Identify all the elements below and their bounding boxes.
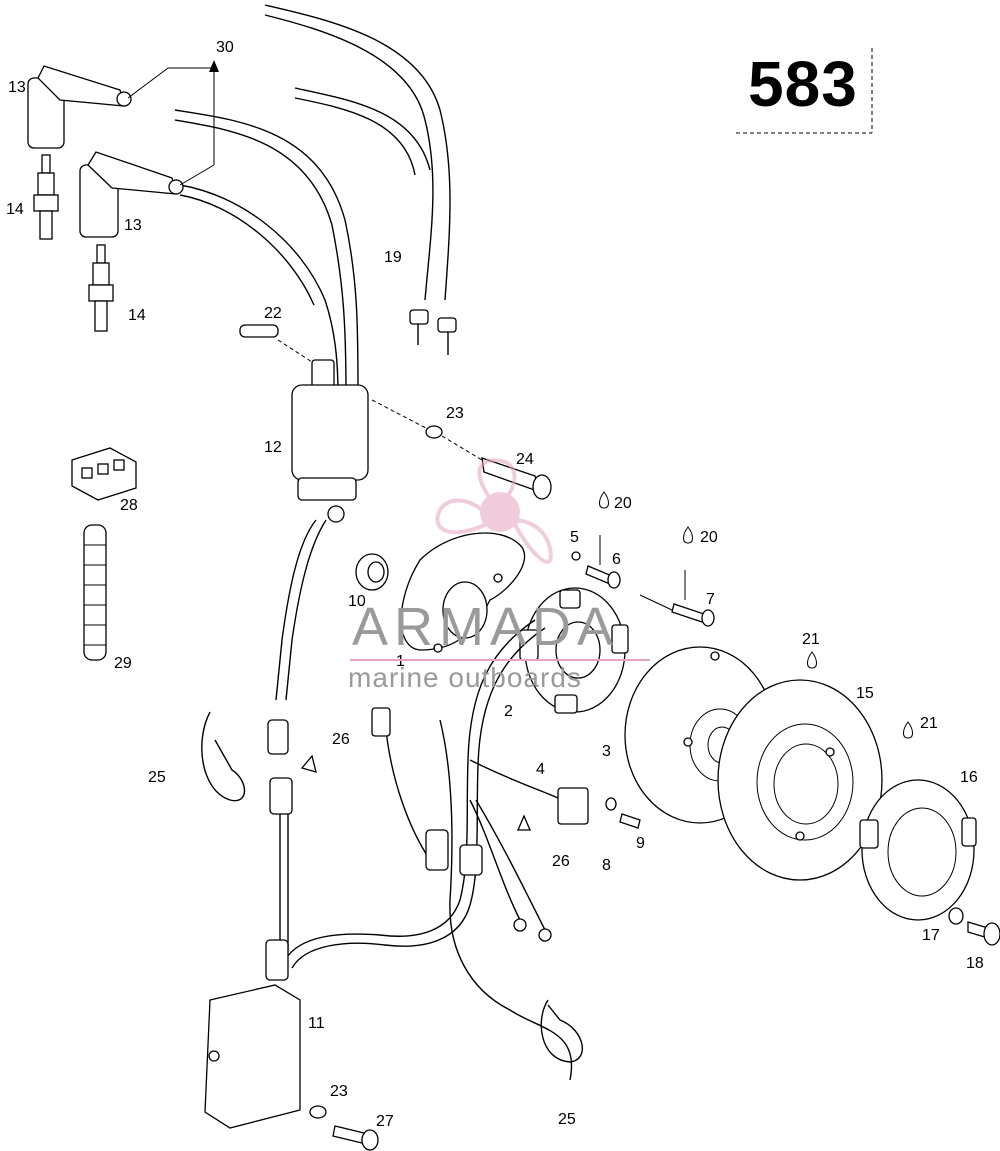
callout-23: 23 (446, 405, 464, 422)
callout-11: 11 (308, 1015, 325, 1032)
callout-15: 15 (856, 685, 874, 702)
callout-26: 26 (552, 853, 570, 870)
grommet-part-10 (355, 553, 389, 591)
ignition-coil (275, 359, 369, 701)
callout-21: 21 (802, 631, 820, 648)
callout-18: 18 (966, 955, 984, 972)
callout-29: 29 (114, 655, 132, 672)
small-part-5 (571, 551, 581, 561)
callout-17: 17 (922, 927, 940, 944)
pickup-part-4 (469, 759, 589, 825)
screw-part-27 (332, 1125, 379, 1151)
callout-5: 5 (570, 529, 579, 546)
screw-part-7 (639, 570, 715, 627)
wire-harness (284, 619, 573, 1081)
bolt-part-18 (967, 921, 1000, 946)
droplet-icon (807, 651, 817, 669)
callout-labels: 30 13 13 14 14 19 22 23 12 24 28 20 5 6 … (6, 39, 984, 1130)
screw-part-9 (619, 813, 641, 829)
callout-16: 16 (960, 769, 978, 786)
stator-part-2 (519, 587, 629, 714)
callout-25: 25 (148, 769, 166, 786)
callout-13: 13 (124, 217, 142, 234)
page-number: 583 (748, 48, 858, 120)
connector-lower (269, 777, 293, 950)
callout-14: 14 (6, 201, 24, 218)
spark-plug-cap-upper (27, 65, 132, 149)
ring-gear-part-15 (717, 679, 883, 881)
washer-part-23-upper (371, 399, 443, 439)
leader-30 (127, 60, 219, 186)
callout-20: 20 (614, 495, 632, 512)
watermark-subtitle: marine outboards (348, 662, 582, 693)
droplet-icon (683, 526, 693, 544)
pin-part-22 (239, 324, 313, 363)
callout-14: 14 (128, 307, 146, 324)
callout-23: 23 (330, 1083, 348, 1100)
callout-22: 22 (264, 305, 282, 322)
terminal-cap-26-left (300, 754, 317, 773)
screw-part-24 (441, 435, 552, 500)
droplet-icon (599, 491, 609, 509)
connector-upper (267, 719, 289, 755)
callout-27: 27 (376, 1113, 394, 1130)
callout-8: 8 (602, 857, 611, 874)
cdi-module-part-11 (204, 939, 301, 1129)
callout-7: 7 (706, 591, 715, 608)
armada-propeller-logo (435, 458, 553, 564)
callout-24: 24 (516, 451, 534, 468)
washer-part-8 (605, 797, 617, 811)
tie-strap-lower (540, 999, 583, 1063)
callout-6: 6 (612, 551, 621, 568)
callout-4: 4 (536, 761, 545, 778)
callout-12: 12 (264, 439, 282, 456)
callout-30: 30 (216, 39, 234, 56)
tie-strap-upper (201, 711, 246, 802)
callout-13: 13 (8, 79, 26, 96)
washer-part-23-lower (309, 1105, 327, 1119)
droplet-icons (599, 491, 913, 739)
page-number-frame (736, 48, 873, 134)
stator-plate-part-1 (400, 532, 526, 653)
watermark-title: ARMADA (352, 597, 620, 657)
watermark-divider (350, 659, 650, 661)
droplet-icon (903, 721, 913, 739)
spark-plug-lower (88, 244, 114, 332)
callout-25: 25 (558, 1111, 576, 1128)
callout-21: 21 (920, 715, 938, 732)
callout-2: 2 (504, 703, 513, 720)
callout-20: 20 (700, 529, 718, 546)
connector-part-28 (71, 447, 137, 501)
callout-3: 3 (602, 743, 611, 760)
spark-plug-upper (33, 154, 59, 240)
spark-plug-cap-lower (79, 151, 184, 238)
sleeve-part-29 (83, 524, 107, 661)
screw-part-6 (585, 535, 621, 589)
washer-part-17 (948, 907, 964, 925)
callout-9: 9 (636, 835, 645, 852)
callout-19: 19 (384, 249, 402, 266)
callout-1: 1 (396, 653, 405, 670)
ignition-wires (174, 4, 457, 396)
callout-28: 28 (120, 497, 138, 514)
callout-10: 10 (348, 593, 366, 610)
starter-cup-part-16 (859, 779, 977, 921)
terminal-cap-26-right (517, 814, 531, 831)
callout-26: 26 (332, 731, 350, 748)
